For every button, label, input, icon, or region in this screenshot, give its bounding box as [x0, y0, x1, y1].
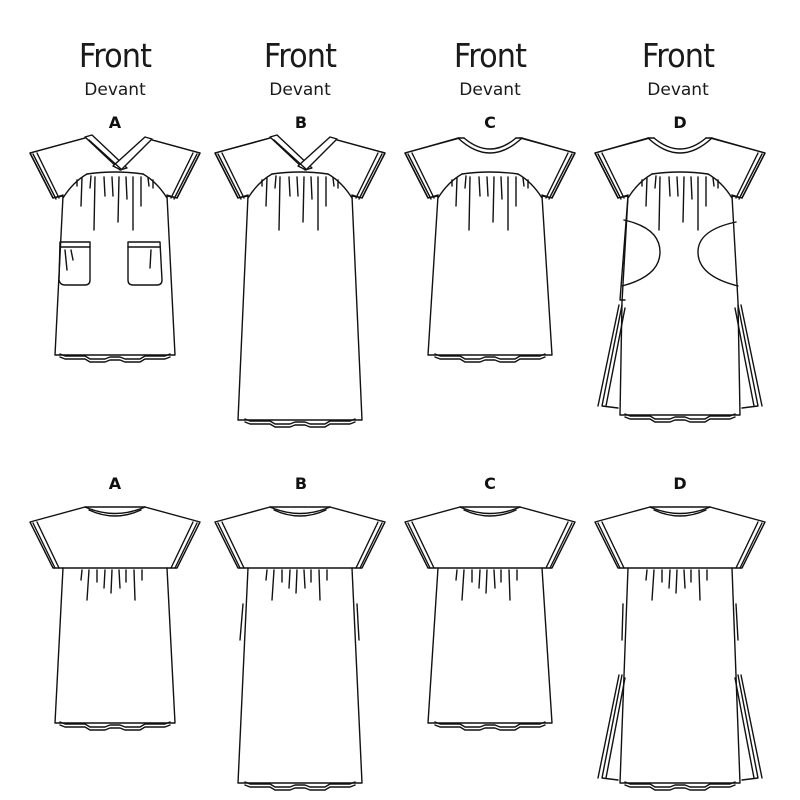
- front-view-d: [594, 137, 766, 423]
- back-view-c: [404, 506, 576, 731]
- front-heading-b: Front: [263, 36, 337, 75]
- view-label-back-c: C: [484, 474, 496, 493]
- front-heading-a: Front: [78, 36, 152, 75]
- front-subheading-a: Devant: [84, 80, 146, 100]
- front-view-c: [404, 137, 576, 363]
- front-subheading-c: Devant: [459, 80, 521, 100]
- back-view-a: [29, 506, 201, 731]
- view-label-back-a: A: [108, 474, 122, 493]
- front-view-a: [29, 134, 201, 363]
- view-label-front-d: D: [673, 113, 687, 132]
- front-heading-d: Front: [641, 36, 715, 75]
- view-label-front-c: C: [484, 113, 496, 132]
- front-subheading-b: Devant: [269, 80, 331, 100]
- front-subheading-d: Devant: [647, 80, 709, 100]
- view-label-back-d: D: [673, 474, 687, 493]
- view-label-front-b: B: [294, 113, 308, 132]
- view-label-front-a: A: [108, 113, 122, 132]
- front-heading-c: Front: [453, 36, 527, 75]
- view-label-back-b: B: [294, 474, 308, 493]
- back-view-b: [214, 506, 386, 791]
- back-view-d: [594, 506, 766, 791]
- front-view-b: [214, 134, 386, 428]
